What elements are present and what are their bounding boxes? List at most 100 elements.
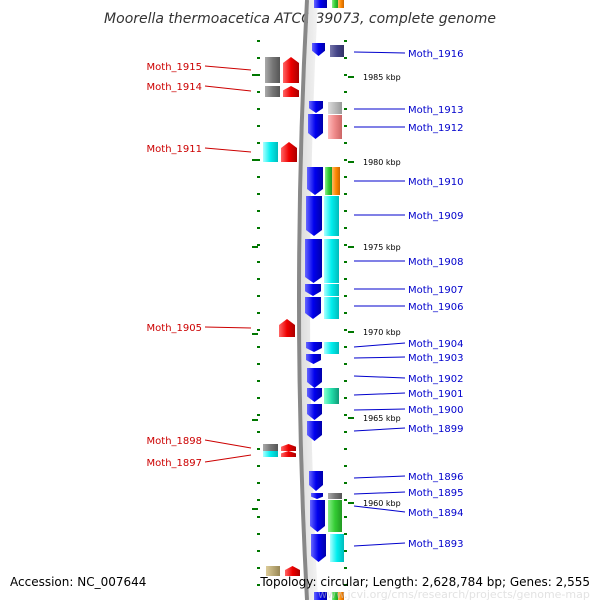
left-tick [257, 448, 260, 450]
right-tick [344, 244, 347, 246]
left-tick [257, 516, 260, 518]
right-tick [344, 227, 347, 229]
right-tick [344, 295, 347, 297]
major-tick [348, 417, 354, 419]
right-tick [344, 329, 347, 331]
right-leader-line [353, 427, 406, 432]
gene-forward-glyph [309, 101, 323, 113]
gene-color-box [266, 566, 280, 576]
right-tick [344, 125, 347, 127]
gene-label-left: Moth_1914 [147, 82, 202, 93]
right-tick [344, 465, 347, 467]
left-tick [257, 312, 260, 314]
left-tick [257, 125, 260, 127]
right-tick [344, 142, 347, 144]
gene-label-right: Moth_1906 [408, 302, 463, 313]
right-tick [344, 516, 347, 518]
right-leader-line [353, 342, 406, 348]
map-title: Moorella thermoacetica ATCC 39073, compl… [104, 11, 496, 27]
right-leader-line [353, 475, 406, 479]
gene-label-right: Moth_1916 [408, 49, 463, 60]
gene-label-right: Moth_1903 [408, 353, 463, 364]
gene-color-box [328, 500, 342, 532]
genome-backbone [297, 0, 309, 600]
right-tick [344, 312, 347, 314]
gene-forward-glyph [306, 342, 322, 352]
right-leader-line [353, 408, 406, 411]
gene-forward-glyph [311, 493, 323, 499]
gene-glyphs [263, 0, 344, 600]
kbp-label: 1965 kbp [363, 414, 401, 423]
right-tick [344, 380, 347, 382]
right-tick [344, 397, 347, 399]
right-leader-line [353, 491, 406, 495]
right-tick [344, 363, 347, 365]
gene-forward-glyph [311, 534, 326, 562]
gene-color-box [324, 239, 339, 283]
right-tick [344, 567, 347, 569]
gene-label-left: Moth_1915 [147, 62, 202, 73]
major-tick [252, 74, 258, 76]
gene-color-box [265, 57, 280, 83]
major-tick [252, 508, 258, 510]
left-leader-line [204, 326, 252, 329]
right-tick [344, 74, 347, 76]
right-tick [344, 176, 347, 178]
left-leader-line [204, 439, 252, 449]
gene-label-left: Moth_1898 [147, 436, 202, 447]
kbp-label: 1980 kbp [363, 158, 401, 167]
right-leader-line [353, 392, 406, 396]
left-leader-line [204, 454, 252, 463]
gene-label-right: Moth_1902 [408, 374, 463, 385]
gene-label-right: Moth_1900 [408, 405, 463, 416]
gene-color-box [330, 45, 344, 57]
right-tick [344, 261, 347, 263]
gene-color-box [332, 0, 338, 8]
right-tick [344, 193, 347, 195]
major-tick [252, 159, 258, 161]
strand-tick-marks [252, 40, 354, 586]
right-tick [344, 448, 347, 450]
right-tick [344, 533, 347, 535]
gene-label-right: Moth_1913 [408, 105, 463, 116]
right-tick [344, 40, 347, 42]
kbp-label: 1985 kbp [363, 73, 401, 82]
right-tick [344, 414, 347, 416]
gene-label-right: Moth_1901 [408, 389, 463, 400]
left-tick [257, 567, 260, 569]
gene-reverse-glyph [285, 566, 300, 576]
left-tick [257, 465, 260, 467]
left-leader-line [204, 65, 252, 71]
gene-label-right: Moth_1912 [408, 123, 463, 134]
left-tick [257, 57, 260, 59]
gene-forward-glyph [314, 592, 327, 600]
gene-forward-glyph [305, 297, 321, 319]
right-tick [344, 550, 347, 552]
gene-label-right: Moth_1893 [408, 539, 463, 550]
left-tick [257, 244, 260, 246]
gene-color-box [263, 142, 278, 162]
left-tick [257, 74, 260, 76]
gene-forward-glyph [307, 167, 323, 195]
topology-text: Topology: circular; Length: 2,628,784 bp… [259, 575, 590, 589]
right-tick [344, 482, 347, 484]
gene-forward-glyph [306, 354, 321, 364]
right-tick [344, 346, 347, 348]
gene-label-right: Moth_1904 [408, 339, 463, 350]
left-tick [257, 40, 260, 42]
gene-color-box [338, 0, 344, 8]
gene-color-box [330, 534, 344, 562]
gene-forward-glyph [307, 421, 322, 441]
gene-forward-glyph [310, 500, 325, 532]
right-leader-line [353, 51, 406, 54]
left-tick [257, 414, 260, 416]
gene-label-leaders [204, 51, 406, 547]
left-tick [257, 193, 260, 195]
kbp-label: 1970 kbp [363, 328, 401, 337]
right-tick [344, 584, 347, 586]
gene-label-right: Moth_1907 [408, 285, 463, 296]
left-tick [257, 363, 260, 365]
left-tick [257, 227, 260, 229]
